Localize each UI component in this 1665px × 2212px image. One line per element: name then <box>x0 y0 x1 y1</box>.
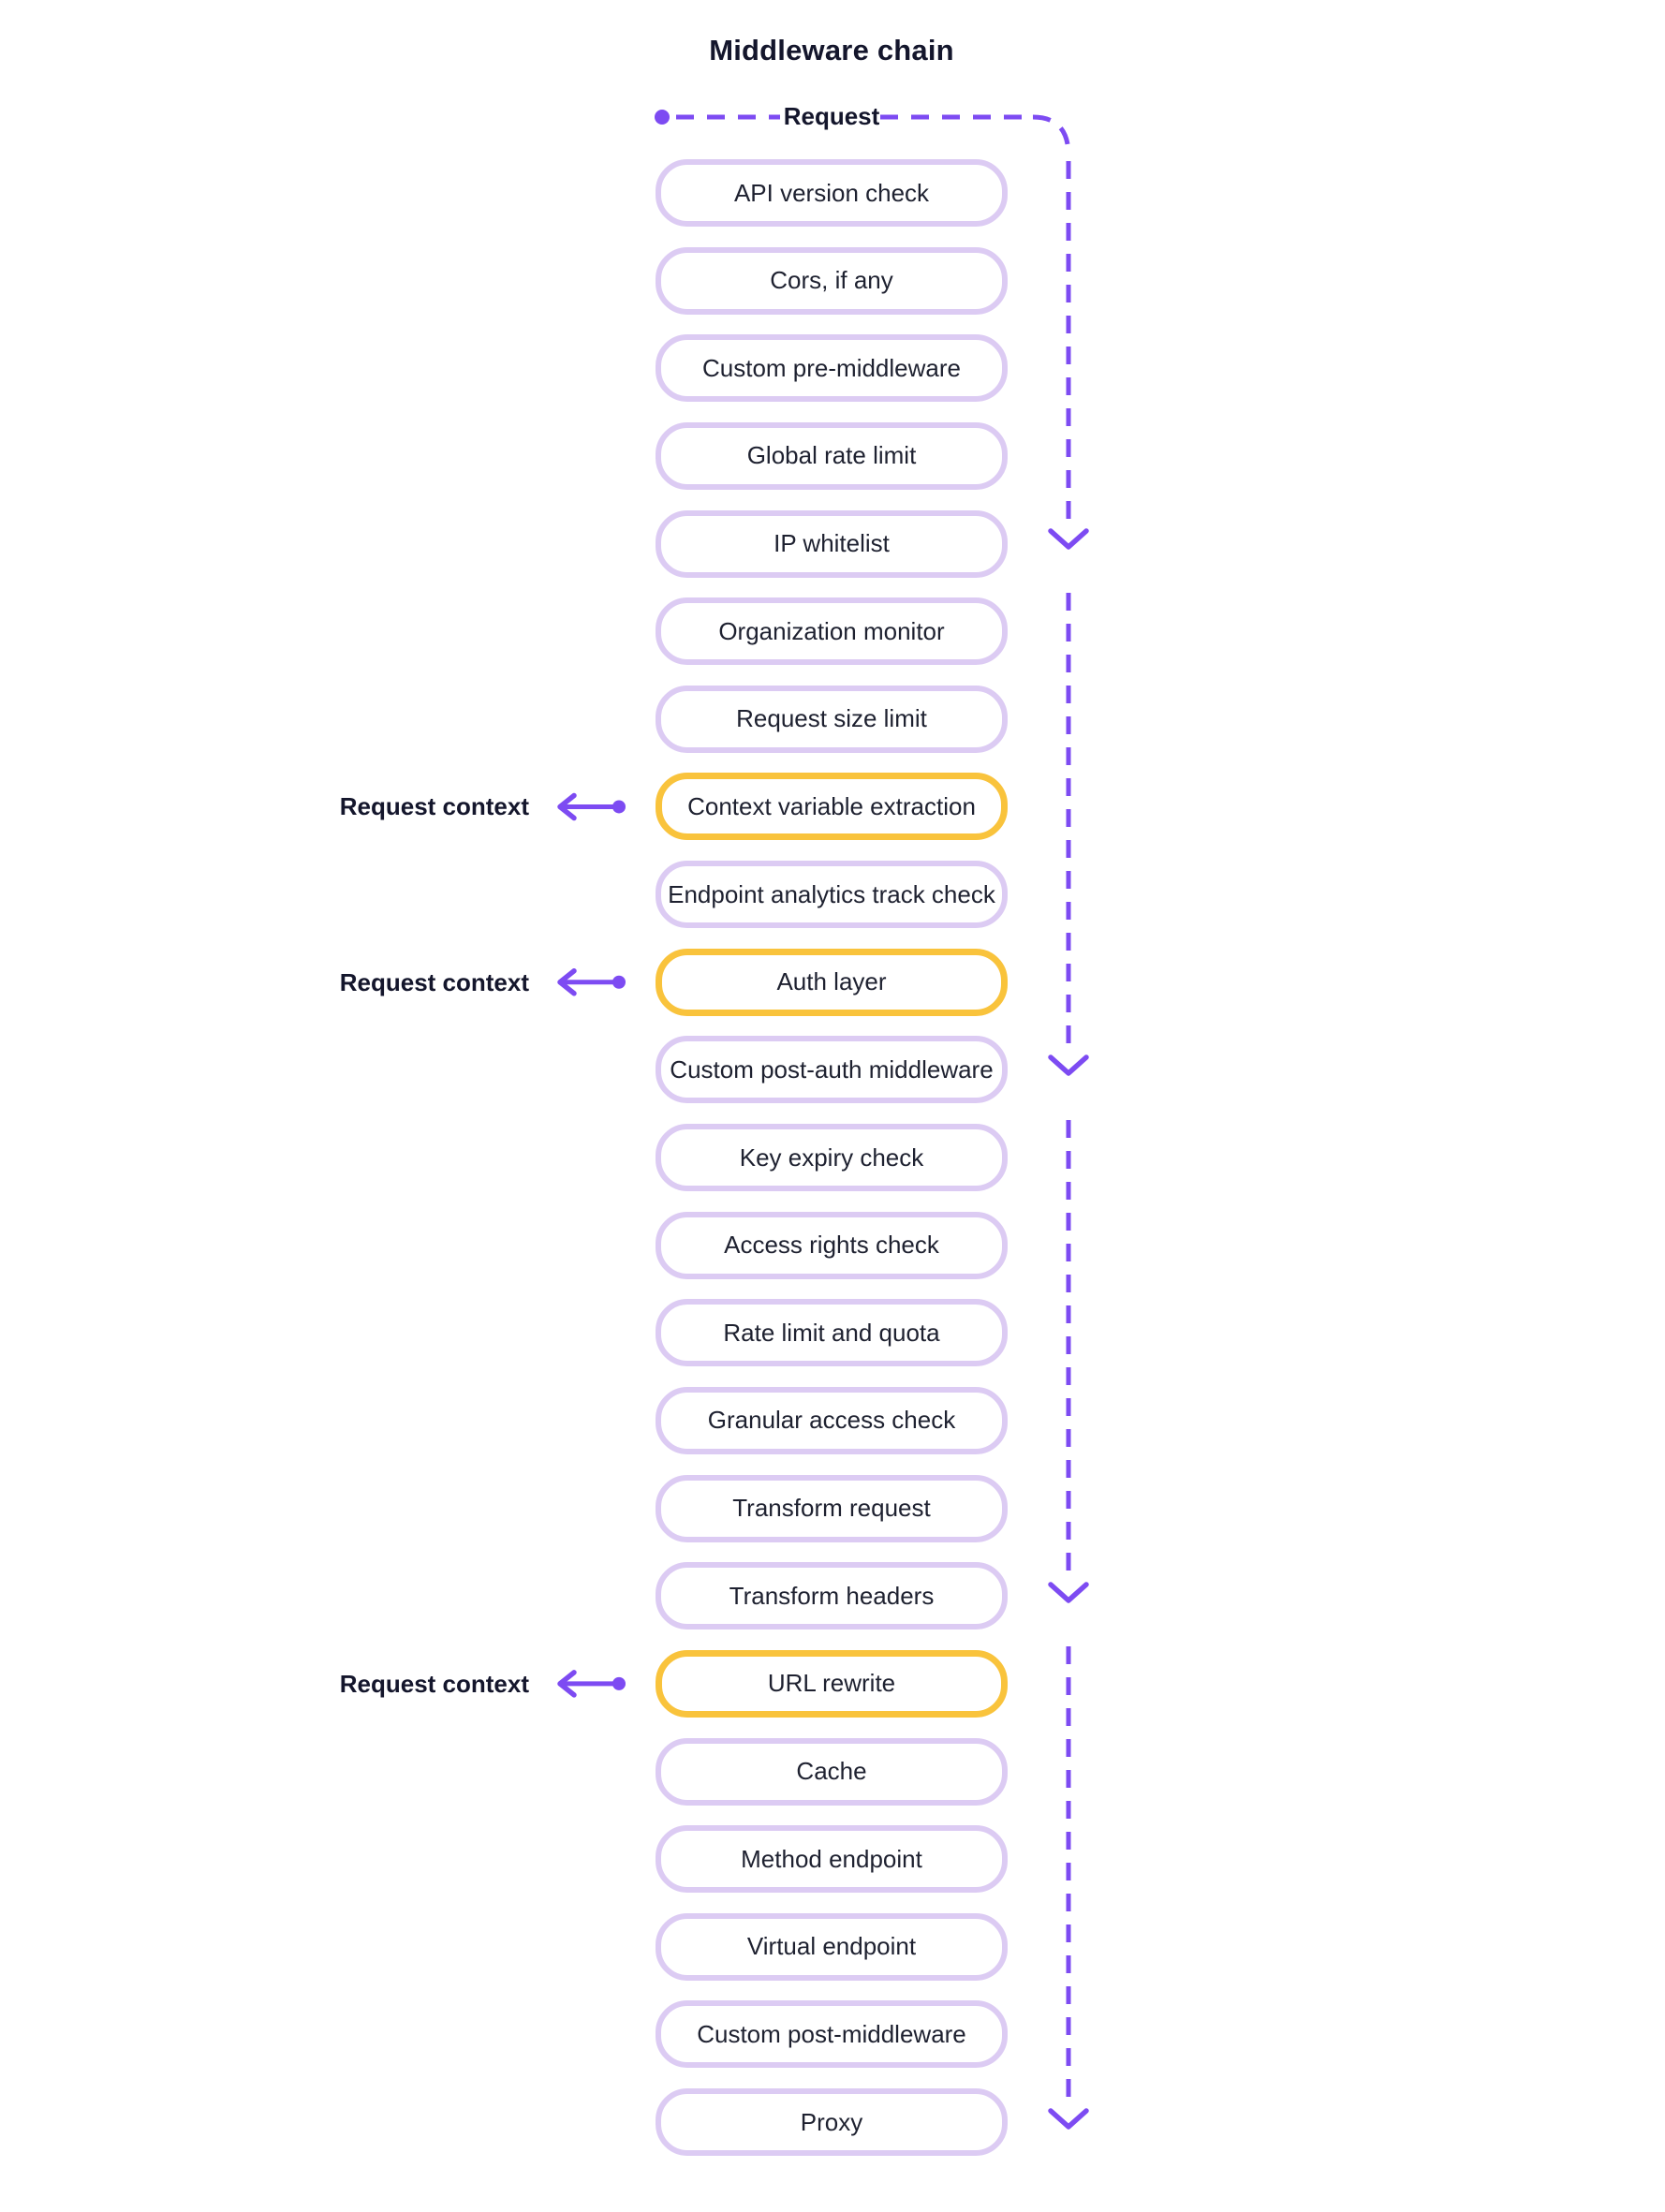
middleware-box-context-variable-extraction: Context variable extraction <box>656 773 1008 841</box>
down-arrow-icon-2 <box>1048 1054 1089 1076</box>
middleware-box-label: Virtual endpoint <box>746 1932 917 1961</box>
middleware-box-global-rate-limit: Global rate limit <box>656 421 1008 490</box>
middleware-box-label: Proxy <box>800 2107 863 2136</box>
request-context-arrow-dot <box>612 975 626 989</box>
middleware-box-url-rewrite: URL rewrite <box>656 1649 1008 1718</box>
middleware-box-method-endpoint: Method endpoint <box>656 1825 1008 1894</box>
request-context-arrow-dot <box>612 1676 626 1690</box>
middleware-box-label: Context variable extraction <box>687 791 976 820</box>
middleware-box-label: Endpoint analytics track check <box>668 879 995 908</box>
middleware-box-label: Transform headers <box>729 1581 935 1610</box>
middleware-box-label: Global rate limit <box>746 441 917 470</box>
middleware-box-custom-pre-middleware: Custom pre-middleware <box>656 334 1008 403</box>
middleware-box-label: API version check <box>733 178 930 207</box>
request-context-label: Request context <box>339 792 529 821</box>
down-arrow-icon-3 <box>1048 1582 1089 1603</box>
middleware-box-cors-if-any: Cors, if any <box>656 246 1008 315</box>
middleware-box-rate-limit-and-quota: Rate limit and quota <box>656 1299 1008 1367</box>
middleware-box-label: Method endpoint <box>741 1844 922 1873</box>
middleware-box-label: Access rights check <box>724 1231 939 1260</box>
request-context-label: Request context <box>339 1669 529 1698</box>
middleware-box-granular-access-check: Granular access check <box>656 1386 1008 1454</box>
middleware-box-endpoint-analytics-track-check: Endpoint analytics track check <box>656 861 1008 929</box>
request-context-arrows <box>557 792 626 1698</box>
request-context-arrow-dot <box>612 800 626 814</box>
middleware-box-key-expiry-check: Key expiry check <box>656 1124 1008 1192</box>
middleware-box-transform-headers: Transform headers <box>656 1562 1008 1630</box>
middleware-box-transform-request: Transform request <box>656 1474 1008 1542</box>
middleware-box-ip-whitelist: IP whitelist <box>656 509 1008 578</box>
middleware-box-auth-layer: Auth layer <box>656 948 1008 1016</box>
middleware-box-label: Rate limit and quota <box>723 1318 940 1347</box>
left-arrow-icon <box>557 1670 577 1698</box>
middleware-box-cache: Cache <box>656 1737 1008 1806</box>
middleware-box-label: Cors, if any <box>770 266 893 295</box>
request-context-label: Request context <box>339 967 529 996</box>
request-label: Request <box>783 102 880 130</box>
left-arrow-icon <box>557 792 577 821</box>
left-arrow-icon <box>557 968 577 996</box>
middleware-box-label: Cache <box>796 1757 867 1786</box>
middleware-box-label: Granular access check <box>707 1406 956 1435</box>
middleware-box-request-size-limit: Request size limit <box>656 685 1008 753</box>
down-arrow-icon-4 <box>1048 2108 1089 2130</box>
middleware-box-label: Custom pre-middleware <box>702 353 961 382</box>
middleware-box-label: Custom post-middleware <box>697 2019 966 2048</box>
middleware-box-label: Key expiry check <box>739 1143 924 1172</box>
middleware-box-label: URL rewrite <box>767 1669 896 1698</box>
middleware-box-label: Request size limit <box>736 704 927 733</box>
middleware-box-custom-post-middleware: Custom post-middleware <box>656 2000 1008 2069</box>
middleware-box-label: IP whitelist <box>774 529 890 558</box>
middleware-box-proxy: Proxy <box>656 2088 1008 2157</box>
middleware-box-api-version-check: API version check <box>656 159 1008 227</box>
middleware-box-custom-post-auth-middleware: Custom post-auth middleware <box>656 1036 1008 1104</box>
middleware-box-access-rights-check: Access rights check <box>656 1211 1008 1279</box>
page-title: Middleware chain <box>709 34 954 66</box>
middleware-box-label: Auth layer <box>776 967 887 996</box>
middleware-box-virtual-endpoint: Virtual endpoint <box>656 1912 1008 1981</box>
middleware-box-label: Transform request <box>732 1494 931 1523</box>
connector-corner <box>1032 114 1071 156</box>
down-arrow-icon-1 <box>1048 528 1089 550</box>
middleware-box-label: Organization monitor <box>718 616 945 645</box>
middleware-box-organization-monitor: Organization monitor <box>656 597 1008 666</box>
middleware-box-label: Custom post-auth middleware <box>670 1054 994 1084</box>
